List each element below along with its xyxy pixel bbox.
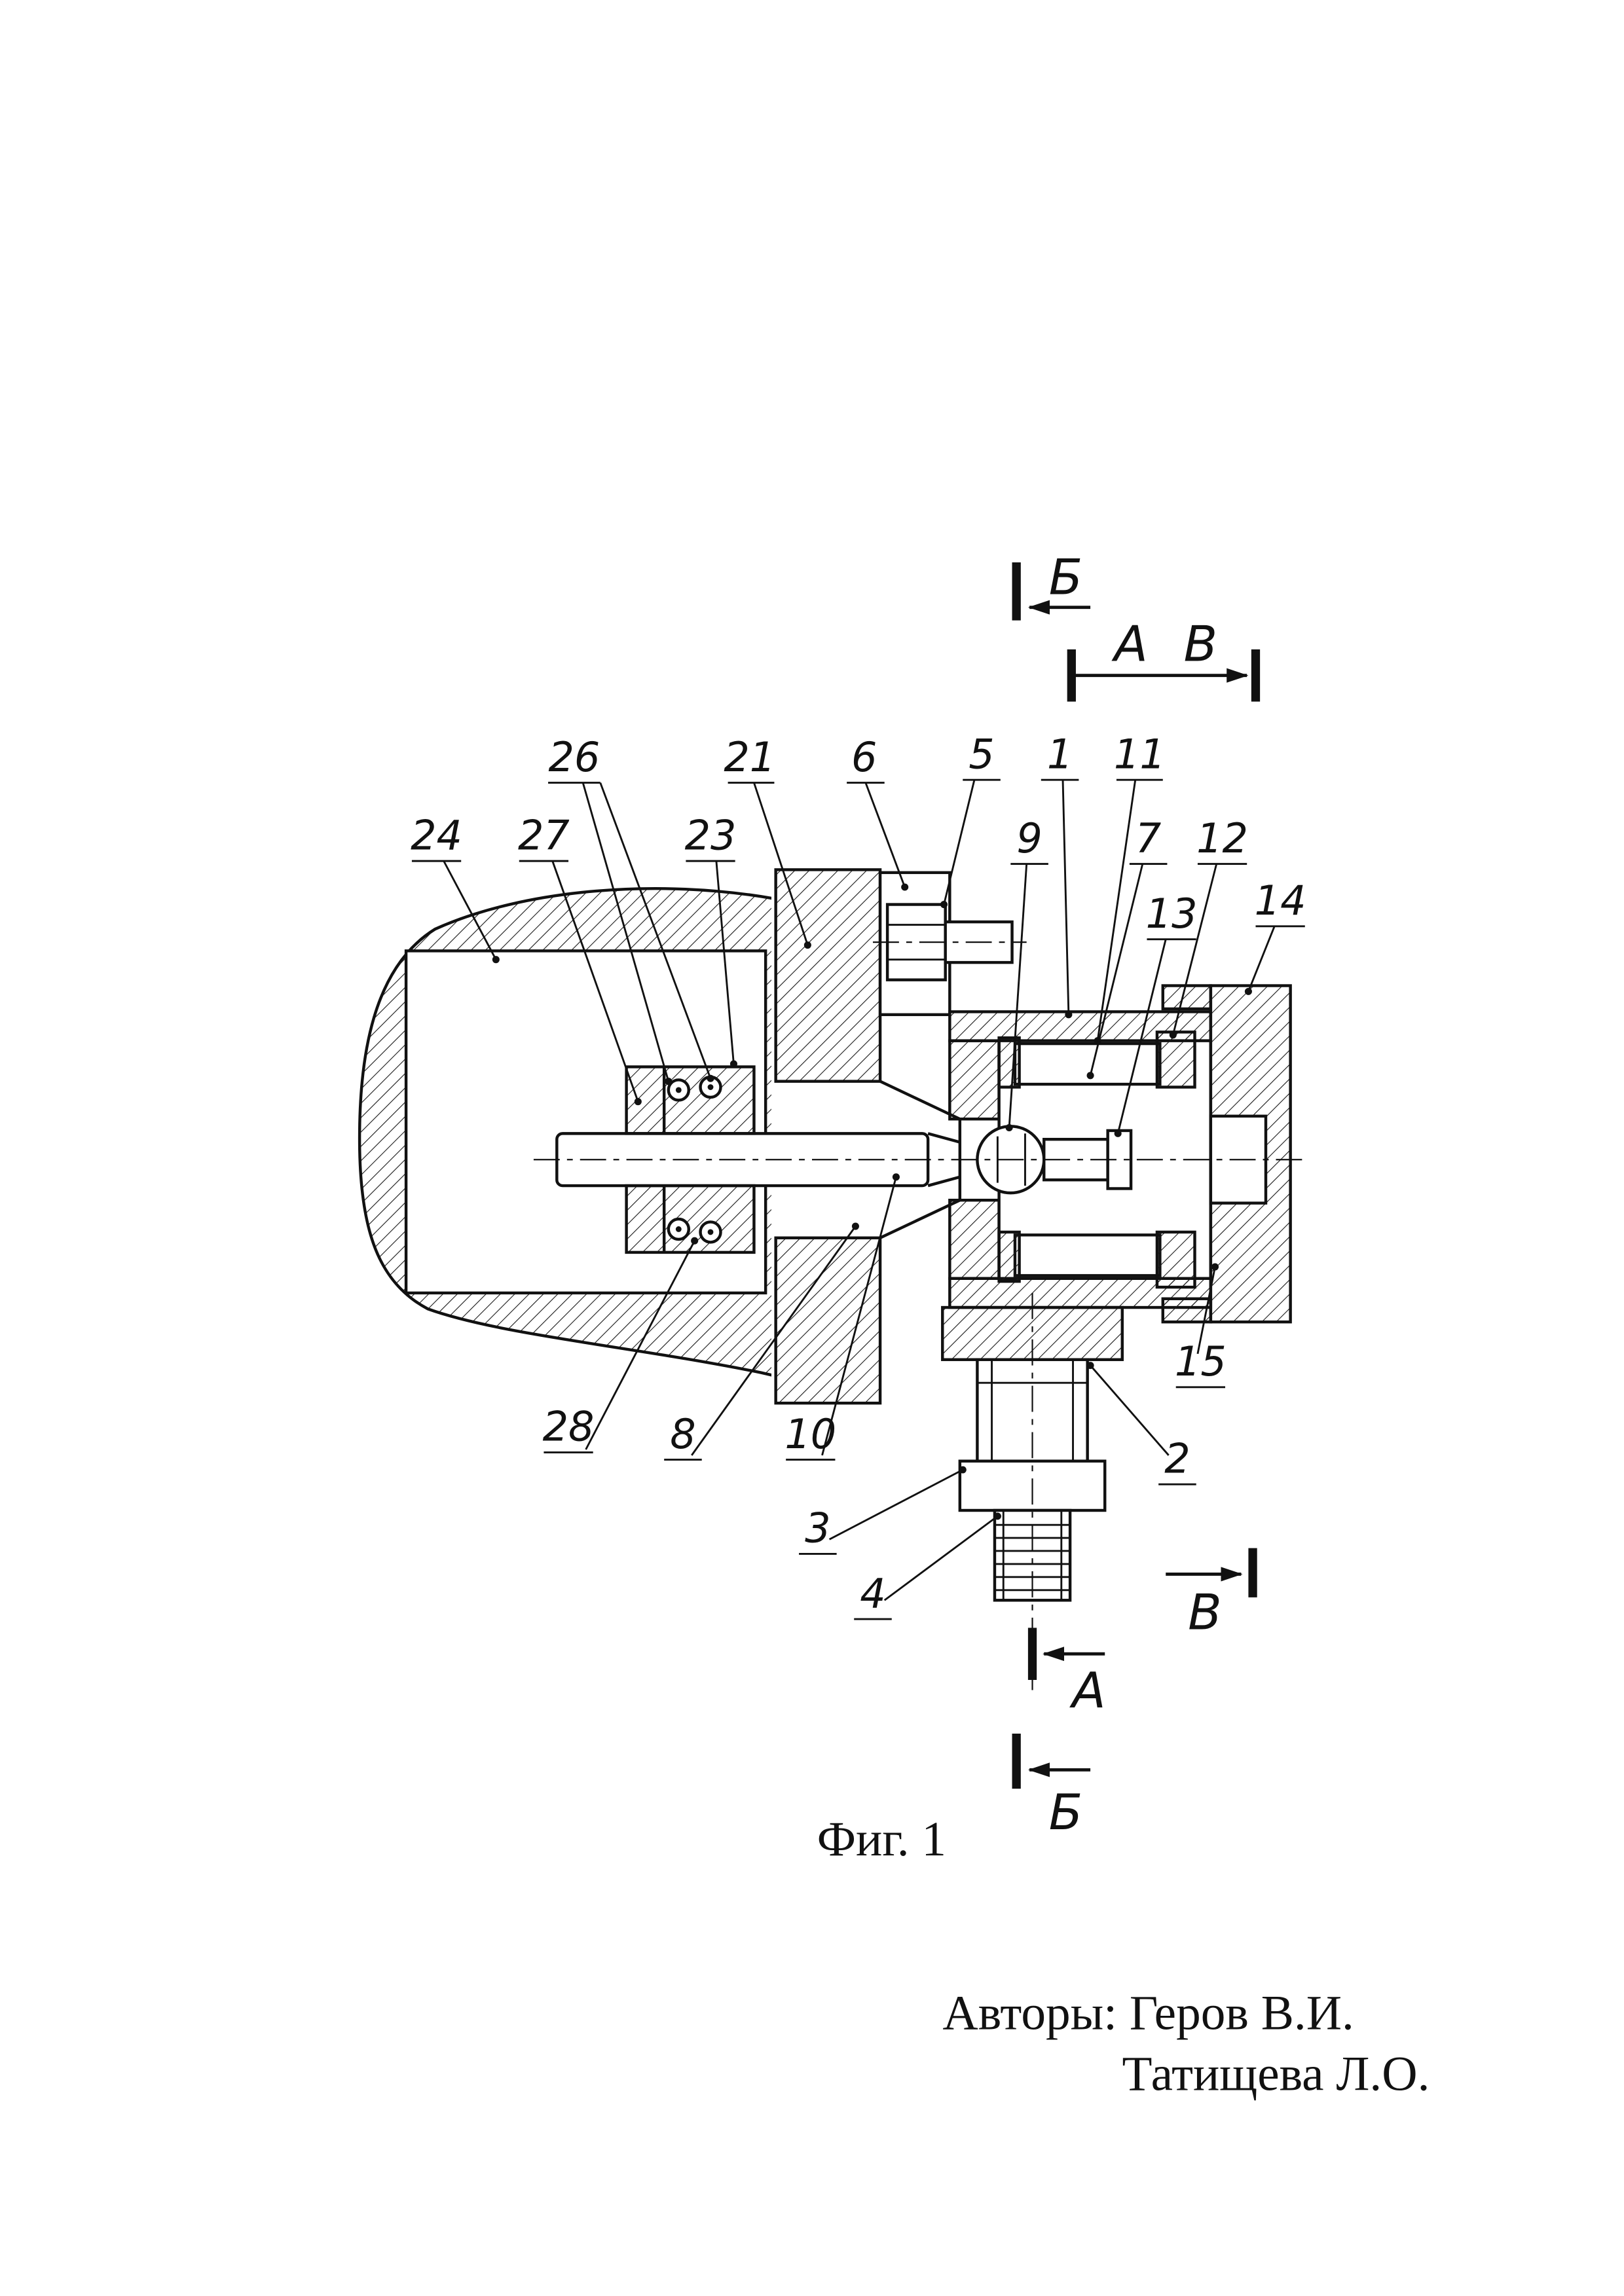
- section-marker-v-bottom: В: [1166, 1548, 1257, 1641]
- section-letter-a-top: А: [1111, 615, 1147, 673]
- part-label-5: 5: [969, 730, 994, 778]
- section-letter-b-bottom: Б: [1049, 1783, 1083, 1841]
- part-label-8: 8: [670, 1410, 695, 1458]
- part-label-9: 9: [1016, 814, 1042, 862]
- authors-line-2: Татищева Л.О.: [1122, 2047, 1430, 2102]
- inner-sleeve-lower: [997, 1230, 1196, 1289]
- part-label-7: 7: [1135, 814, 1161, 862]
- figure-caption: Фиг. 1: [817, 1812, 946, 1867]
- authors-line-1: Авторы: Геров В.И.: [942, 1986, 1354, 2041]
- leader-lines: [411, 778, 1305, 1620]
- section-marker-a-v-top: А В: [1067, 615, 1261, 702]
- section-markers: Б А В В А Б: [1012, 549, 1261, 1841]
- clamp-assembly: [625, 1065, 756, 1254]
- section-letter-b-top: Б: [1049, 549, 1083, 606]
- part-label-10: 10: [784, 1410, 836, 1458]
- section-marker-a-bottom: А: [1027, 1628, 1106, 1719]
- centerlines: [533, 1159, 1308, 1693]
- section-letter-v-top: В: [1184, 615, 1218, 673]
- part-label-24: 24: [411, 811, 462, 859]
- valve-body: [872, 871, 1213, 1309]
- part-label-23: 23: [685, 811, 737, 859]
- part-label-3: 3: [805, 1504, 830, 1552]
- section-marker-b-bottom: Б: [1012, 1733, 1091, 1841]
- bolt-5: [872, 903, 1027, 981]
- clamp-screws: [667, 1075, 722, 1244]
- threaded-stub-4: [993, 1508, 1072, 1602]
- part-label-11: 11: [1114, 730, 1166, 778]
- section-marker-b-top: Б: [1012, 549, 1091, 621]
- part-label-28: 28: [543, 1403, 595, 1451]
- part-label-6: 6: [851, 733, 877, 781]
- part-labels: 26 21 6 5 1 11 24 27 23 9 7 12 13 14 28 …: [411, 730, 1306, 1617]
- part-label-2: 2: [1164, 1434, 1190, 1482]
- part-label-27: 27: [518, 811, 570, 859]
- part-label-1: 1: [1047, 730, 1073, 778]
- part-label-4: 4: [860, 1569, 885, 1617]
- part-label-13: 13: [1146, 890, 1198, 938]
- section-letter-v-bottom: В: [1188, 1584, 1222, 1641]
- part-label-15: 15: [1175, 1338, 1227, 1385]
- part-label-21: 21: [724, 733, 775, 781]
- part-label-12: 12: [1196, 814, 1248, 862]
- part-label-26: 26: [548, 733, 600, 781]
- section-letter-a-bottom: А: [1069, 1662, 1106, 1719]
- part-label-14: 14: [1255, 877, 1306, 924]
